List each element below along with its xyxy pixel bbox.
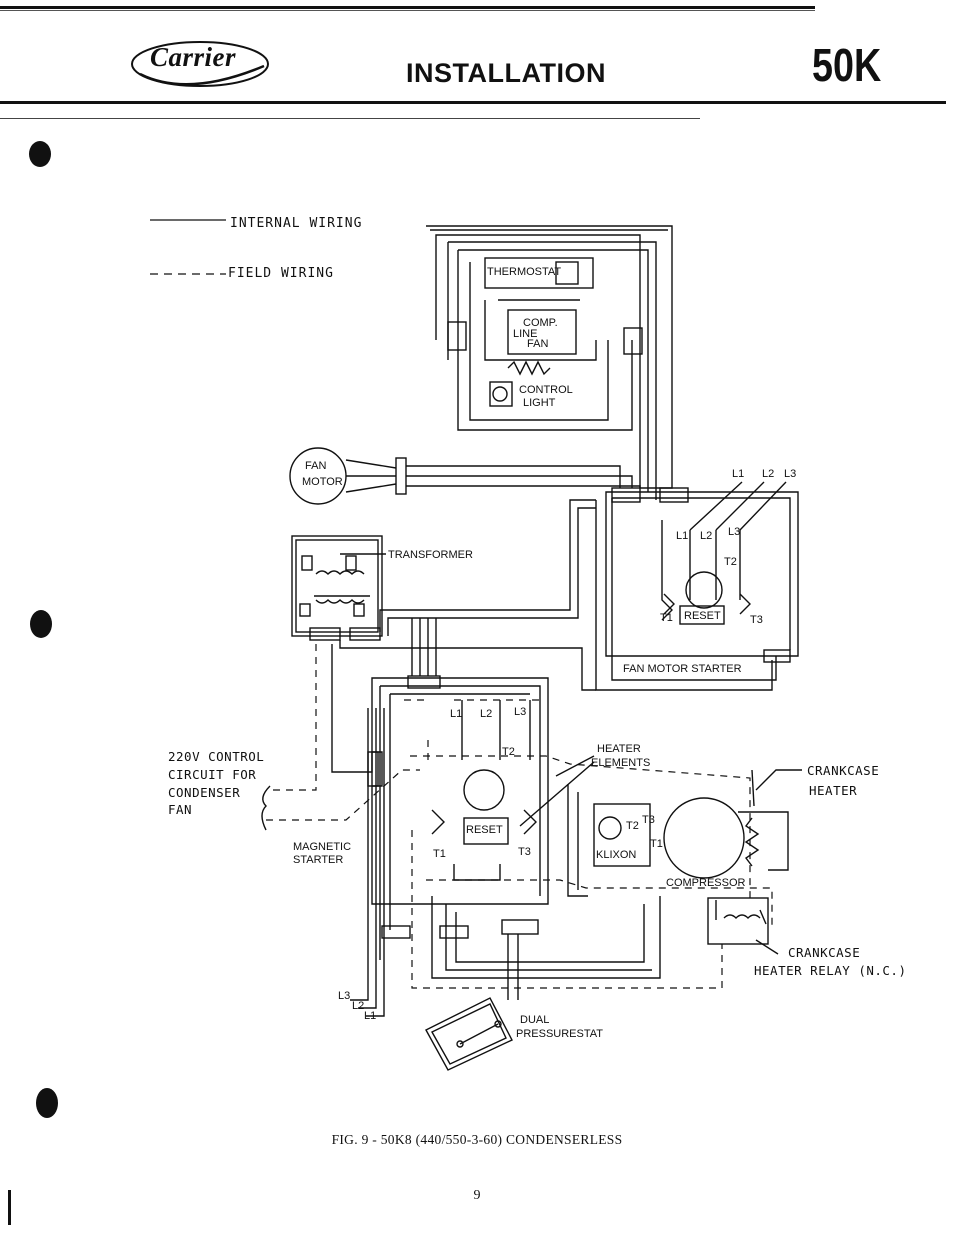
supply-l1-label: L1 [364,1010,377,1022]
supply-l2-label: L2 [352,1000,365,1012]
fms-t2-label: T2 [724,556,737,568]
header-rule-thin [0,10,815,11]
compressor-label: COMPRESSOR [666,877,746,889]
ms-t1-label: T1 [433,848,446,860]
legend-field-wiring: FIELD WIRING [228,266,334,281]
header-divider [0,101,946,104]
magnetic-starter-box [371,677,549,905]
compressor [663,797,745,879]
figure-caption: FIG. 9 - 50K8 (440/550-3-60) CONDENSERLE… [331,1132,623,1147]
supply-l3-label: L3 [338,990,351,1002]
logo-text: Carrier [150,42,237,72]
transformer-label: TRANSFORMER [388,549,473,561]
page-number: 9 [473,1188,481,1203]
transformer [291,535,383,637]
fms-reset-label: RESET [684,610,721,622]
fan-motor-label-1: FAN [305,460,327,472]
binder-hole-mark [29,141,51,167]
carrier-logo [131,41,269,87]
ms-l1-label: L1 [450,708,463,720]
control-circuit-label-1: 220V CONTROL [168,749,265,764]
ms-reset-label: RESET [466,824,503,836]
dual-pressurestat-label-1: DUAL [520,1014,550,1026]
fan-motor-label-2: MOTOR [302,476,343,488]
crankcase-heater-label-1: CRANKCASE [807,763,880,778]
klixon-label: KLIXON [596,849,637,861]
comp-t3-label: T3 [642,814,655,826]
fan-motor-starter-label: FAN MOTOR STARTER [623,663,742,675]
crankcase-heater-label-2: HEATER [809,783,858,798]
comp-t2-label: T2 [626,820,639,832]
control-light-label-2: LIGHT [523,397,556,409]
legend-internal-wiring: INTERNAL WIRING [230,216,363,231]
starter-l1-label: L1 [732,468,745,480]
starter-l3-label: L3 [784,468,797,480]
dual-pressurestat-label-2: PRESSURESTAT [516,1028,603,1040]
fms-t3-label: T3 [750,614,763,626]
fms-l2-label: L2 [700,530,713,542]
comp-t1-label: T1 [650,838,663,850]
line-label: LINE [513,328,538,340]
ms-l3-label: L3 [514,706,527,718]
comp-label: COMP. [523,317,558,329]
binder-hole-mark [30,610,52,638]
ms-l2-label: L2 [480,708,493,720]
dual-pressurestat [425,997,513,1071]
header-rule [0,6,815,9]
fms-l1-label: L1 [676,530,689,542]
ms-t2-label: T2 [502,746,515,758]
control-circuit-label-4: FAN [168,802,193,817]
heater-elements-label-1: HEATER [597,743,641,755]
control-circuit-label-2: CIRCUIT FOR [168,767,257,782]
control-light-label-1: CONTROL [519,384,573,396]
fan-motor-starter-box [605,491,799,657]
fan-label: FAN [527,338,549,350]
legend-lines [150,219,226,275]
magnetic-starter-label-2: STARTER [293,854,344,866]
fms-l3-label: L3 [728,526,741,538]
starter-l2-label: L2 [762,468,775,480]
magnetic-starter-label-1: MAGNETIC [293,841,352,853]
binder-hole-mark [36,1088,58,1118]
page-title: INSTALLATION [406,58,606,88]
model-number: 50K [812,39,882,91]
thermostat-box [484,257,594,289]
switch-box [507,309,577,355]
fms-t1-label: T1 [660,612,673,624]
header-divider-thin [0,118,700,119]
control-circuit-label-3: CONDENSER [168,785,241,800]
thermostat-label: THERMOSTAT [487,266,562,278]
margin-mark [8,1190,11,1225]
crankcase-heater-relay [707,897,769,945]
crankcase-relay-label-2: HEATER RELAY (N.C.) [754,963,907,978]
crankcase-relay-label-1: CRANKCASE [788,945,861,960]
heater-elements-label-2: ELEMENTS [591,757,651,769]
ms-t3-label: T3 [518,846,531,858]
